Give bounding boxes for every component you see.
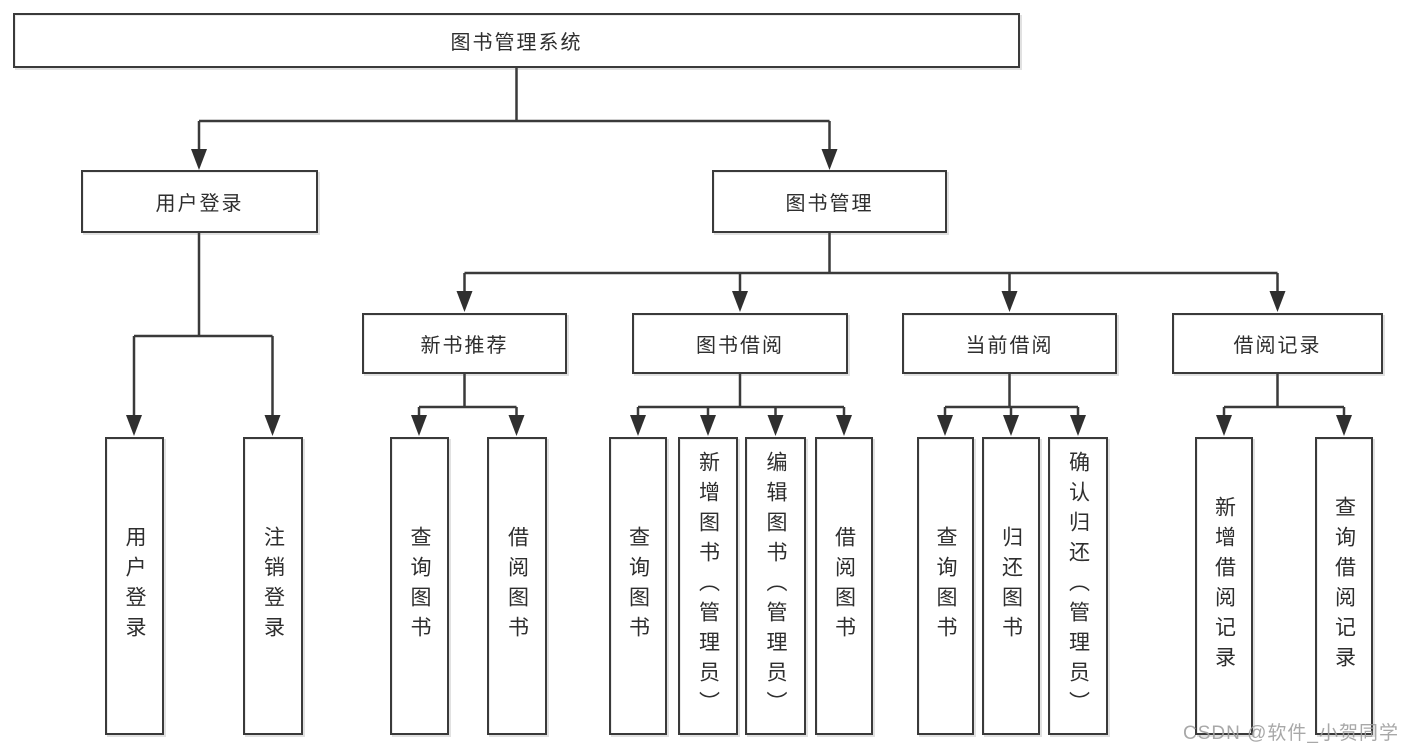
leaf-query-borrow-record: 查询借阅记录	[1315, 437, 1373, 735]
leaf-confirm-return-admin: 确认归还（管理员）	[1048, 437, 1108, 735]
leaf-query-books: 查询图书	[609, 437, 667, 735]
node-label: 查询图书	[626, 526, 650, 646]
leaf-add-books-admin: 新增图书（管理员）	[678, 437, 738, 735]
leaf-logout: 注销登录	[243, 437, 303, 735]
node-label: 借阅记录	[1233, 335, 1322, 357]
leaf-query-books: 查询图书	[917, 437, 974, 735]
node-label: 当前借阅	[965, 335, 1054, 357]
leaf-borrow-books: 借阅图书	[487, 437, 547, 735]
leaf-user-login: 用户登录	[105, 437, 164, 735]
node-label: 查询图书	[408, 526, 432, 646]
node-book-management: 图书管理	[712, 170, 947, 233]
node-label: 查询借阅记录	[1332, 496, 1356, 676]
node-label: 新增图书（管理员）	[696, 451, 720, 721]
node-label: 新书推荐	[420, 335, 509, 357]
leaf-edit-books-admin: 编辑图书（管理员）	[745, 437, 806, 735]
node-label: 新增借阅记录	[1212, 496, 1236, 676]
node-label: 借阅图书	[832, 526, 856, 646]
node-label: 用户登录	[123, 526, 147, 646]
node-label: 查询图书	[934, 526, 958, 646]
leaf-add-borrow-record: 新增借阅记录	[1195, 437, 1253, 735]
node-label: 归还图书	[999, 526, 1023, 646]
leaf-borrow-books: 借阅图书	[815, 437, 873, 735]
node-root-system: 图书管理系统	[13, 13, 1020, 68]
node-current-borrow: 当前借阅	[902, 313, 1117, 374]
leaf-query-books: 查询图书	[390, 437, 449, 735]
node-label: 编辑图书（管理员）	[764, 451, 788, 721]
node-new-book-recommend: 新书推荐	[362, 313, 567, 374]
node-user-login: 用户登录	[81, 170, 318, 233]
node-label: 借阅图书	[505, 526, 529, 646]
node-label: 用户登录	[155, 193, 244, 215]
node-borrow-record: 借阅记录	[1172, 313, 1383, 374]
node-label: 图书管理	[785, 193, 874, 215]
node-label: 确认归还（管理员）	[1066, 451, 1090, 721]
leaf-return-books: 归还图书	[982, 437, 1040, 735]
node-label: 注销登录	[261, 526, 285, 646]
csdn-watermark: CSDN @软件_小贺同学	[1183, 723, 1399, 744]
node-book-borrow: 图书借阅	[632, 313, 848, 374]
arrowhead-icons	[126, 149, 1352, 436]
node-label: 图书借阅	[696, 335, 784, 357]
node-label: 图书管理系统	[450, 32, 583, 54]
